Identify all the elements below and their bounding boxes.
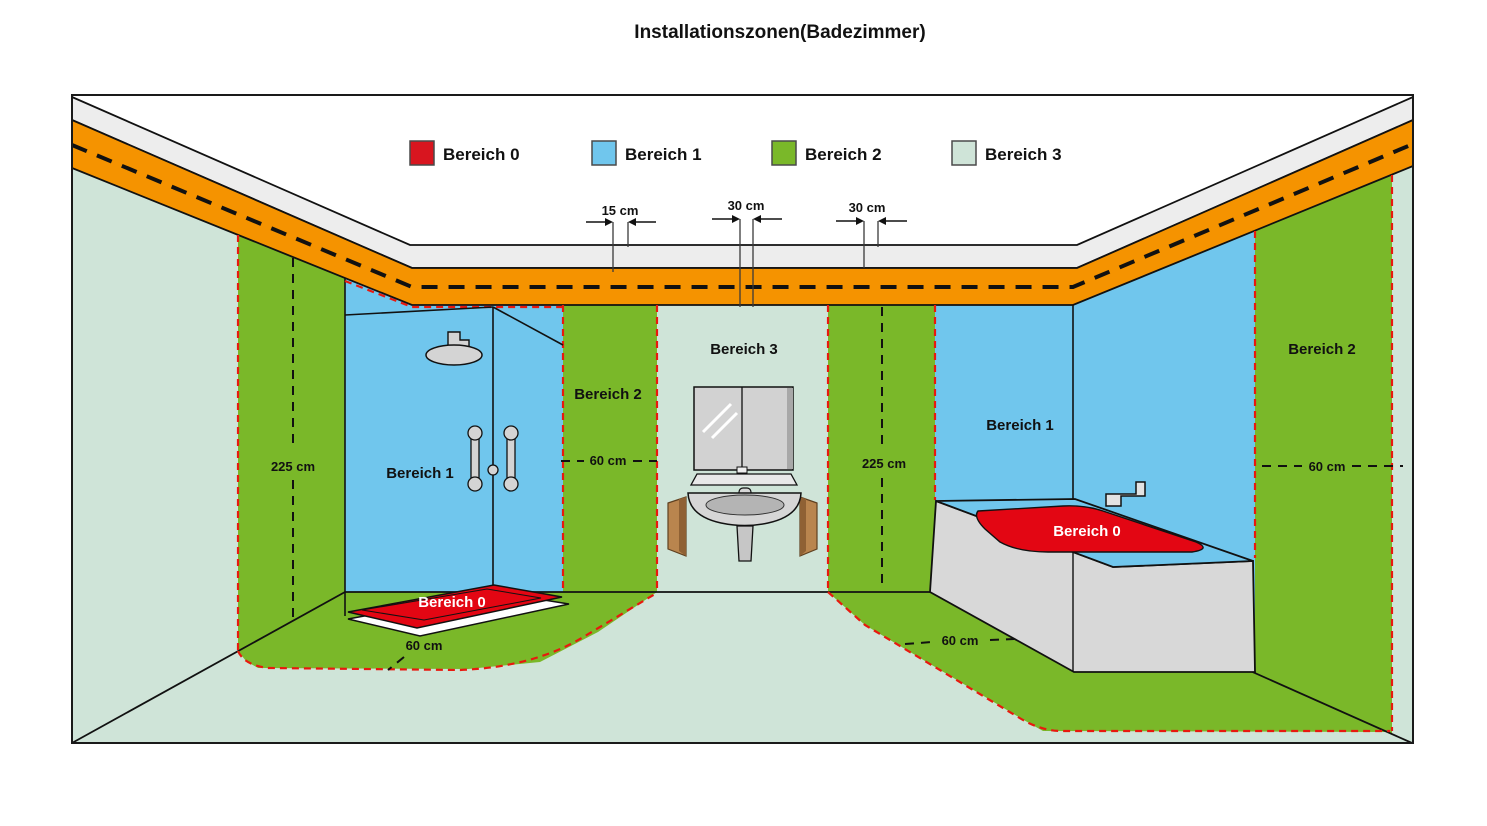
legend-label-bereich1: Bereich 1: [625, 145, 702, 164]
legend-swatch-bereich3: [951, 140, 977, 166]
left-225cm-label: 225 cm: [271, 459, 315, 474]
right-strip-zone2-label: Bereich 2: [1288, 341, 1356, 358]
legend-swatch-bereich2: [771, 140, 797, 166]
washbasin-zone3-label: Bereich 3: [710, 341, 778, 358]
mirror-cabinet: [693, 386, 794, 471]
floor-shower-60cm-label: 60 cm: [406, 638, 443, 653]
washbasin-area: [667, 386, 818, 562]
wood-panel-left-edge: [679, 497, 686, 556]
floor-tub-60cm-label: 60 cm: [942, 633, 979, 648]
mirror-reflection-icon: [701, 402, 739, 440]
shower-tray-inner-edge: [361, 588, 542, 621]
left-floor-junction-line: [71, 591, 346, 744]
legend: Bereich 0 Bereich 1 Bereich 2 Bereich 3: [409, 140, 1062, 166]
shower-door-handles-icon: [467, 425, 519, 492]
measure-30cm-tub-label: 30 cm: [849, 200, 886, 215]
washbasin-shelf: [689, 473, 799, 486]
boundary-shower-top: [344, 279, 562, 309]
legend-label-bereich3: Bereich 3: [985, 145, 1062, 164]
shower-head-icon: [425, 331, 483, 366]
shower-glass-top-edge: [344, 306, 494, 316]
front-wall-zone2-strip-right: [828, 305, 935, 592]
bathtub-zone0-label: Bereich 0: [1053, 523, 1121, 540]
strip1-zone2-label: Bereich 2: [574, 386, 642, 403]
shower-glass-side-top-edge: [492, 306, 564, 346]
zone-boundary-dashes: [236, 175, 1394, 733]
measurement-arrowheads: [605, 215, 886, 226]
measurement-extension-lines: [612, 219, 879, 307]
page-title: Installationszonen(Badezimmer): [634, 22, 925, 43]
legend-item-bereich3: Bereich 3: [951, 140, 1062, 166]
legend-item-bereich2: Bereich 2: [771, 140, 882, 166]
front-wall-zone2-strip-left: [563, 305, 657, 592]
shower-tray-zone0: [347, 584, 563, 629]
room-view: Bereich 0 Bereich 0: [71, 95, 1414, 744]
shower-zone1-label: Bereich 1: [386, 465, 454, 482]
measure-30cm-mirror-label: 30 cm: [728, 198, 765, 213]
measure-line-60-floor-tub: [904, 638, 1015, 645]
legend-swatch-bereich0: [409, 140, 435, 166]
measure-15cm-label: 15 cm: [602, 203, 639, 218]
washbasin-basin-inner: [705, 494, 785, 516]
legend-swatch-bereich1: [591, 140, 617, 166]
measurement-arrows: [586, 218, 907, 223]
top-measurements: 15 cm 30 cm 30 cm: [586, 198, 907, 307]
strip1-60cm-label: 60 cm: [590, 453, 627, 468]
shower-tray-zone0-label: Bereich 0: [418, 594, 486, 611]
bathtub-zone1-label: Bereich 1: [986, 417, 1054, 434]
bathtub: Bereich 0: [929, 481, 1256, 673]
legend-label-bereich2: Bereich 2: [805, 145, 882, 164]
mirror-cabinet-handle: [736, 466, 748, 474]
bathtub-water-zone0: [975, 505, 1204, 553]
boundary-floor-bathtub: [827, 591, 1390, 733]
washbasin-pedestal: [736, 525, 754, 562]
mid-225cm-label: 225 cm: [862, 456, 906, 471]
boundary-floor-shower: [236, 593, 656, 672]
right-wall-zone2-strip: [1255, 175, 1392, 734]
diagram-frame: [71, 94, 1414, 744]
right-60cm-label: 60 cm: [1309, 459, 1346, 474]
legend-label-bereich0: Bereich 0: [443, 145, 520, 164]
mirror-cabinet-side-edge: [787, 388, 793, 469]
legend-item-bereich0: Bereich 0: [409, 140, 520, 166]
left-wall-zone2-strip: [238, 235, 345, 651]
shower-wall-zone1: [345, 278, 563, 592]
legend-item-bereich1: Bereich 1: [591, 140, 702, 166]
bathtub-faucet-icon: [1105, 481, 1146, 507]
shower: Bereich 0: [344, 306, 570, 637]
wood-panel-right-edge: [800, 497, 806, 556]
